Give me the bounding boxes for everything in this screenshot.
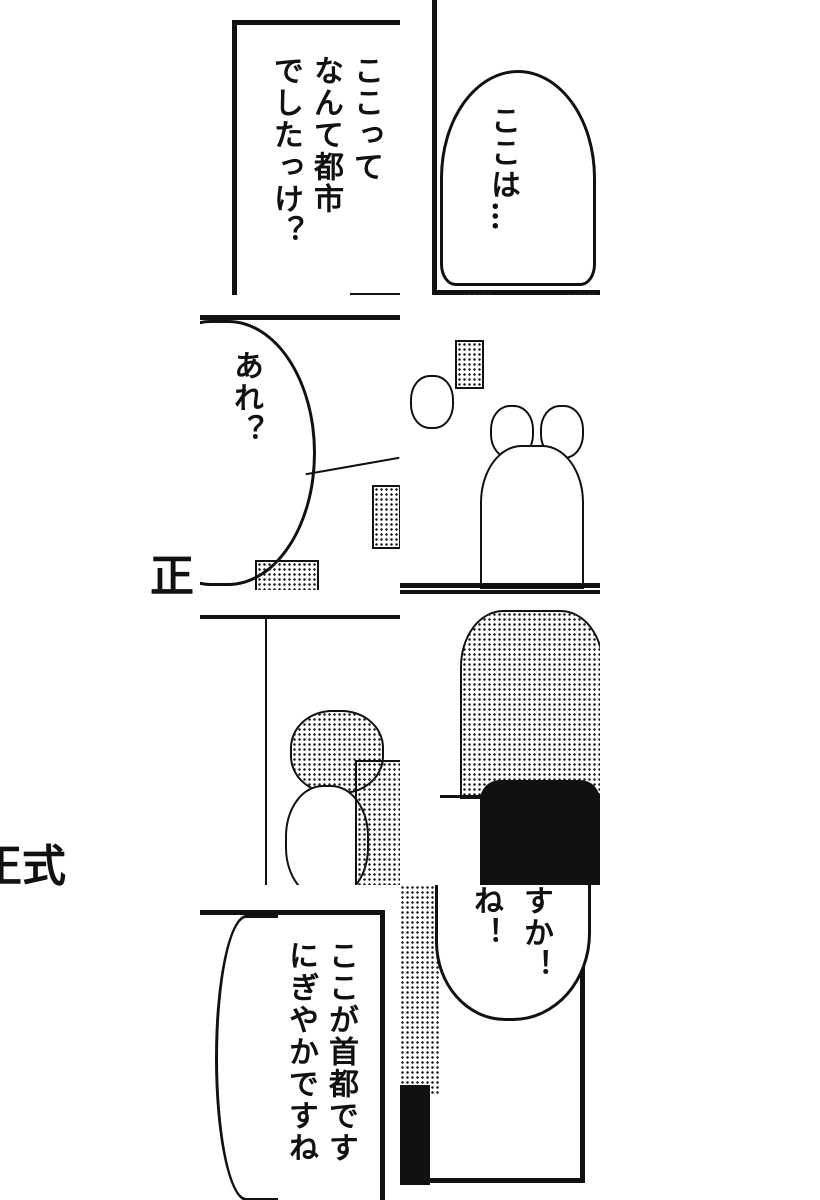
manga-panel-tile: すか！ ね！ xyxy=(400,885,600,1200)
speech-bubble xyxy=(440,70,596,286)
speech-text: ね！ xyxy=(468,885,503,949)
narration-box xyxy=(232,20,400,295)
cyclist-torso xyxy=(460,610,600,799)
speech-text: すか！ xyxy=(518,885,553,981)
manga-panel-tile: ここが首都です にぎやかですね xyxy=(200,885,400,1200)
side-text-fragment: 正式 xyxy=(0,841,66,892)
speech-text: ここは… xyxy=(485,105,520,233)
manga-panel-tile: ここって なんて都市 でしたっけ？ xyxy=(200,0,400,295)
manga-panel-tile: ここは… xyxy=(400,0,600,295)
manga-panel-tile: あれ？ xyxy=(200,295,400,590)
narration-text: でしたっけ？ xyxy=(268,55,303,247)
manga-panel-tile xyxy=(200,590,400,885)
manga-panel-tile xyxy=(400,590,600,885)
manga-panel-tile xyxy=(400,295,600,590)
narration-text: にぎやかですね xyxy=(283,940,318,1164)
narration-text: ここが首都です xyxy=(323,940,358,1164)
narration-box xyxy=(200,910,385,1200)
speech-bubble xyxy=(435,885,591,1021)
narration-text: なんて都市 xyxy=(308,55,343,215)
narration-text: ここって xyxy=(348,55,383,183)
speech-text: あれ？ xyxy=(228,350,263,446)
side-text-fragment: 正 xyxy=(150,551,194,602)
